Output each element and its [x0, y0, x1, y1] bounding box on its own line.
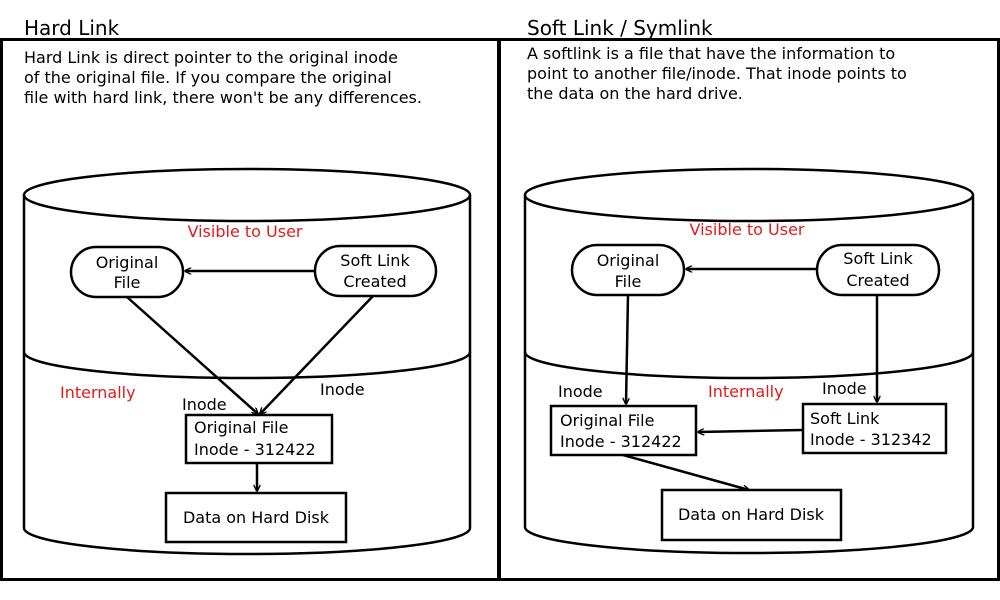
svg-text:Created: Created: [846, 271, 909, 290]
soft-link-description: A softlink is a file that have the infor…: [527, 44, 907, 104]
svg-text:Original File: Original File: [560, 411, 654, 430]
svg-text:Soft Link: Soft Link: [843, 249, 913, 268]
data-on-disk-box: Data on Hard Disk: [660, 488, 843, 542]
svg-text:File: File: [615, 272, 642, 291]
arrow-softinode-to-originalinode: [698, 430, 804, 432]
original-file-node: Original File: [570, 243, 686, 297]
disk-divider: [523, 351, 975, 380]
soft-link-desc-line: point to another file/inode. That inode …: [527, 64, 907, 83]
data-on-disk-box: Data on Hard Disk: [164, 491, 348, 544]
internally-label: Internally: [60, 383, 136, 402]
soft-link-title: Soft Link / Symlink: [527, 16, 713, 40]
svg-text:Inode - 312422: Inode - 312422: [194, 440, 316, 459]
internally-label: Internally: [708, 382, 784, 401]
soft-link-created-node: Soft Link Created: [313, 244, 438, 298]
inode-label: Inode: [822, 379, 867, 398]
hard-link-title: Hard Link: [24, 16, 120, 40]
arrow-original-to-inode: [626, 294, 628, 404]
soft-link-desc-line: A softlink is a file that have the infor…: [527, 44, 896, 63]
inode-label: Inode: [320, 380, 365, 399]
disk-divider: [22, 351, 472, 380]
svg-text:Original: Original: [597, 251, 660, 270]
hard-link-desc-line: Hard Link is direct pointer to the origi…: [24, 48, 398, 67]
soft-link-created-node: Soft Link Created: [815, 243, 941, 297]
original-inode-box: Original File Inode - 312422: [549, 404, 698, 457]
svg-text:Created: Created: [343, 272, 406, 291]
inode-label: Inode: [182, 395, 227, 414]
soft-link-desc-line: the data on the hard drive.: [527, 84, 743, 103]
svg-text:Data on Hard Disk: Data on Hard Disk: [678, 505, 825, 524]
svg-text:File: File: [114, 273, 141, 292]
arrow-original-to-inode: [126, 296, 258, 414]
visible-to-user-label: Visible to User: [188, 222, 303, 241]
soft-link-diagram: Visible to User Internally Original File…: [523, 167, 975, 555]
hard-link-diagram: Visible to User Internally Original File…: [22, 167, 472, 556]
hard-link-description: Hard Link is direct pointer to the origi…: [24, 48, 422, 108]
hard-link-desc-line: file with hard link, there won't be any …: [24, 88, 422, 107]
arrow-softlink-to-inode: [260, 295, 374, 414]
svg-text:Soft Link: Soft Link: [810, 409, 880, 428]
arrow-originalinode-to-data: [622, 453, 749, 490]
svg-text:Inode - 312422: Inode - 312422: [560, 432, 682, 451]
svg-text:Original File: Original File: [194, 418, 288, 437]
soft-link-inode-box: Soft Link Inode - 312342: [801, 402, 948, 455]
original-file-node: Original File: [69, 245, 185, 299]
hard-link-desc-line: of the original file. If you compare the…: [24, 68, 392, 87]
svg-text:Soft Link: Soft Link: [340, 251, 410, 270]
original-inode-box: Original File Inode - 312422: [184, 413, 334, 465]
inode-label: Inode: [558, 382, 603, 401]
visible-to-user-label: Visible to User: [690, 220, 805, 239]
svg-text:Inode - 312342: Inode - 312342: [810, 430, 932, 449]
svg-text:Original: Original: [96, 253, 159, 272]
svg-text:Data on Hard Disk: Data on Hard Disk: [183, 508, 330, 527]
